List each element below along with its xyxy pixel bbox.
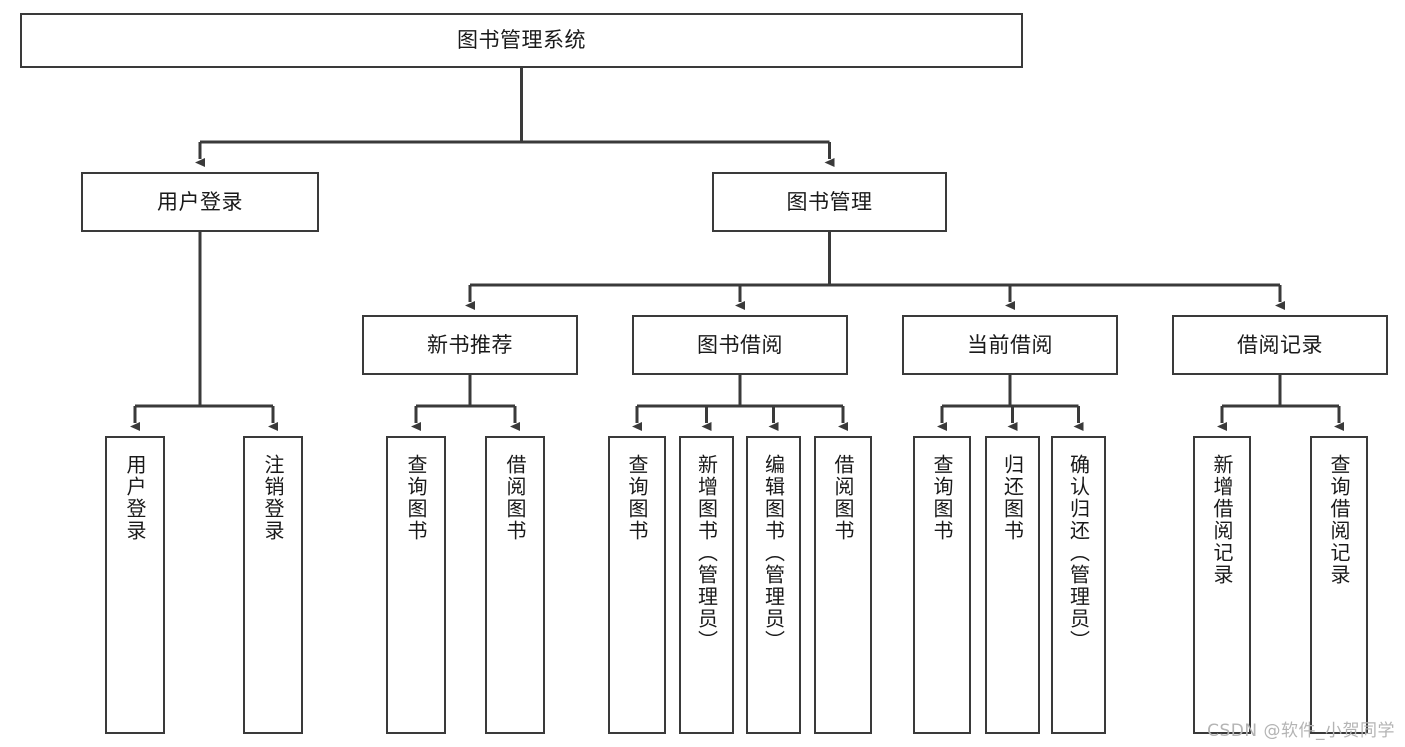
watermark-label: CSDN @软件_小贺同学	[1207, 721, 1395, 741]
node-label: 用户登录	[157, 189, 243, 214]
node-book-borrow[interactable]: 图书借阅	[632, 315, 848, 375]
node-leaf-borrow-query[interactable]: 查询图书	[608, 436, 666, 734]
node-leaf-rec-add[interactable]: 新增借阅记录	[1193, 436, 1251, 734]
node-label: 新增借阅记录	[1210, 454, 1234, 586]
node-label: 图书借阅	[697, 332, 783, 357]
node-label: 查询图书	[625, 454, 649, 542]
node-label: 借阅记录	[1237, 332, 1323, 357]
node-label: 查询图书	[930, 454, 954, 542]
node-label: 借阅图书	[503, 454, 527, 542]
node-leaf-rec-search[interactable]: 查询借阅记录	[1310, 436, 1368, 734]
node-label: 注销登录	[261, 454, 285, 542]
node-borrow-record[interactable]: 借阅记录	[1172, 315, 1388, 375]
node-new-book-rec[interactable]: 新书推荐	[362, 315, 578, 375]
node-current-borrow[interactable]: 当前借阅	[902, 315, 1118, 375]
node-leaf-rec-query[interactable]: 查询图书	[386, 436, 446, 734]
node-label: 新书推荐	[427, 332, 513, 357]
node-label: 查询图书	[404, 454, 428, 542]
node-leaf-cur-return[interactable]: 归还图书	[985, 436, 1040, 734]
node-leaf-cur-query[interactable]: 查询图书	[913, 436, 971, 734]
node-leaf-user-login[interactable]: 用户登录	[105, 436, 165, 734]
node-leaf-user-logout[interactable]: 注销登录	[243, 436, 303, 734]
node-leaf-borrow-add[interactable]: 新增图书（管理员）	[679, 436, 734, 734]
node-label: 归还图书	[1000, 454, 1025, 542]
node-label: 编辑图书（管理员）	[761, 454, 786, 652]
node-leaf-cur-confirm[interactable]: 确认归还（管理员）	[1051, 436, 1106, 734]
node-label: 新增图书（管理员）	[694, 454, 719, 652]
node-user-login[interactable]: 用户登录	[81, 172, 319, 232]
node-label: 借阅图书	[831, 454, 855, 542]
node-label: 用户登录	[123, 454, 147, 542]
node-book-manage[interactable]: 图书管理	[712, 172, 947, 232]
node-leaf-borrow-edit[interactable]: 编辑图书（管理员）	[746, 436, 801, 734]
node-label: 查询借阅记录	[1327, 454, 1351, 586]
node-leaf-rec-borrow[interactable]: 借阅图书	[485, 436, 545, 734]
node-root[interactable]: 图书管理系统	[20, 13, 1023, 68]
node-label: 图书管理	[786, 189, 873, 214]
node-leaf-borrow-do[interactable]: 借阅图书	[814, 436, 872, 734]
node-label: 当前借阅	[967, 332, 1053, 357]
node-label: 图书管理系统	[457, 28, 586, 53]
node-label: 确认归还（管理员）	[1066, 454, 1091, 652]
